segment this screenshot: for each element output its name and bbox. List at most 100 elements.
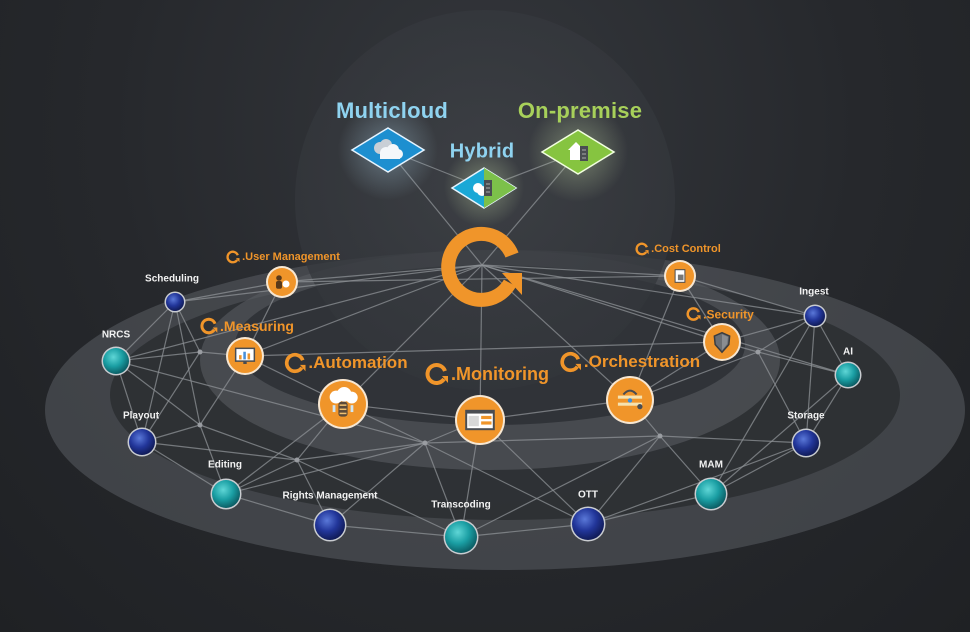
hybrid-diamond[interactable] (450, 167, 518, 209)
service-label-orchestration: .Orchestration (560, 351, 700, 373)
node-label-nrcs: NRCS (101, 329, 131, 341)
network-edge (460, 435, 661, 538)
network-edge (481, 264, 681, 277)
service-cost-control[interactable] (664, 260, 696, 292)
network-edge (659, 435, 807, 444)
service-circles (226, 260, 741, 445)
service-text: .Automation (308, 353, 408, 372)
node-ott[interactable] (570, 506, 606, 542)
service-label-measuring: .Measuring (200, 317, 294, 335)
node-sphere (445, 521, 477, 553)
network-edge (587, 442, 807, 525)
network-edge (141, 441, 227, 495)
node-storage[interactable] (791, 428, 821, 458)
workflow-icon (617, 389, 643, 410)
monitor-chart-icon (234, 347, 256, 364)
node-label-ott: OTT (578, 489, 598, 501)
service-label-user-management: .User Management (226, 250, 340, 264)
q-logo-icon (425, 363, 449, 385)
network-edge (424, 442, 589, 525)
node-editing[interactable] (210, 478, 242, 510)
node-nrcs[interactable] (101, 346, 131, 376)
node-sphere (793, 430, 819, 456)
node-sphere (129, 429, 155, 455)
network-edge (479, 264, 483, 421)
node-label-playout: Playout (122, 410, 160, 422)
multicloud-diamond[interactable] (350, 127, 426, 173)
dashboard-window-icon (465, 409, 495, 431)
network-edge (757, 351, 807, 444)
cloud-server-icon (473, 180, 492, 196)
network-edge (479, 399, 631, 421)
node-label-editing: Editing (208, 459, 242, 471)
service-text: .Security (703, 307, 754, 321)
network-edge (329, 442, 426, 526)
service-label-security: .Security (686, 307, 754, 322)
core-q-logo[interactable] (441, 226, 522, 307)
node-ingest[interactable] (803, 304, 827, 328)
node-sphere (212, 480, 240, 508)
junction-dot (755, 349, 761, 355)
service-measuring[interactable] (226, 337, 264, 375)
network-edge (710, 315, 816, 495)
q-logo-icon (441, 226, 522, 307)
node-sphere (696, 479, 726, 509)
network-edge (757, 351, 849, 376)
multicloud-label: Multicloud (336, 98, 448, 123)
junction-dot (197, 349, 203, 355)
service-security[interactable] (703, 323, 741, 361)
junction-dot (657, 433, 663, 439)
q-logo-icon (560, 351, 581, 373)
node-label-scheduling: Scheduling (145, 273, 199, 285)
network-edge (281, 275, 681, 283)
junction-dot (422, 440, 428, 446)
network-edge (174, 264, 483, 303)
service-monitoring[interactable] (455, 395, 505, 445)
q-logo-icon (284, 352, 306, 374)
service-label-automation: .Automation (284, 352, 408, 374)
network-edge (329, 524, 462, 538)
network-edge (805, 315, 816, 444)
network-edge (710, 374, 849, 495)
network-edge (141, 351, 201, 443)
network-edge (460, 523, 589, 538)
node-sphere (315, 510, 345, 540)
cloud-icon (374, 139, 403, 159)
service-automation[interactable] (318, 379, 368, 429)
node-scheduling[interactable] (164, 291, 186, 313)
node-mam[interactable] (694, 477, 728, 511)
service-user-management[interactable] (266, 266, 298, 298)
node-label-rights-management: Rights Management (282, 490, 378, 502)
q-logo-icon (200, 317, 218, 335)
service-orchestration[interactable] (606, 376, 654, 424)
node-transcoding[interactable] (443, 519, 479, 555)
network-edge (244, 341, 723, 357)
shield-icon (713, 331, 731, 354)
network-edge (225, 442, 426, 495)
onpremise-diamond[interactable] (540, 129, 616, 175)
onpremise-label: On-premise (517, 98, 643, 123)
network-edge (225, 493, 331, 526)
node-ai[interactable] (834, 361, 862, 389)
node-label-mam: MAM (699, 459, 723, 471)
node-label-ai: AI (843, 346, 853, 358)
network-edge (174, 301, 201, 426)
network-edge (481, 264, 816, 317)
node-rights-management[interactable] (313, 508, 347, 542)
service-label-cost-control: .Cost Control (635, 242, 721, 256)
house-server-icon (568, 142, 588, 161)
network-edge (115, 360, 426, 444)
node-circles (101, 291, 862, 555)
network-edge (587, 435, 661, 525)
service-label-monitoring: .Monitoring (425, 362, 549, 386)
node-sphere (103, 348, 129, 374)
network-edge (174, 281, 283, 303)
node-playout[interactable] (127, 427, 157, 457)
node-sphere (166, 293, 184, 311)
network-edge (296, 442, 426, 461)
network-edge (710, 442, 807, 495)
network-edge (587, 493, 712, 525)
node-sphere (805, 306, 825, 326)
network-edge (115, 264, 483, 362)
